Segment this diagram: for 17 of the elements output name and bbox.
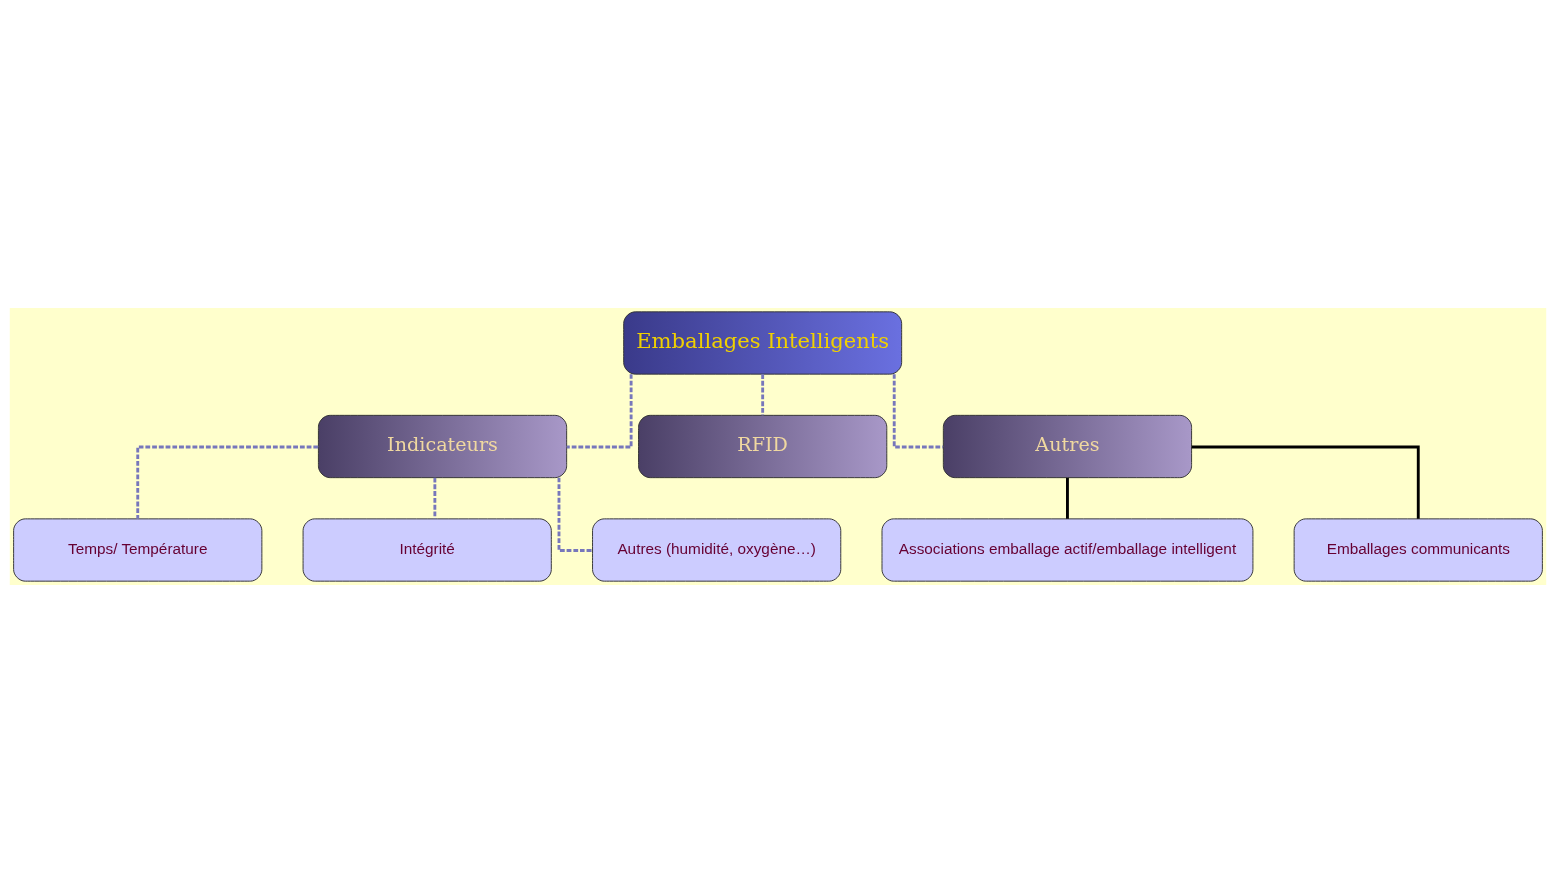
node-box: Autres xyxy=(942,414,1193,479)
connector xyxy=(1191,445,1420,519)
connector xyxy=(557,477,593,552)
node-box: Indicateurs xyxy=(317,414,568,479)
node-box: Associations emballage actif/emballage intelligent xyxy=(881,518,1254,582)
node-box: Emballages communicants xyxy=(1293,518,1543,582)
node-box: RFID xyxy=(638,414,888,479)
node-box: Temps/ Température xyxy=(13,518,263,582)
connector xyxy=(1066,477,1069,519)
node-box: Intégrité xyxy=(302,518,552,582)
node-box: Autres (humidité, oxygène…) xyxy=(592,518,842,582)
connector xyxy=(433,477,437,519)
connector xyxy=(892,374,943,449)
connector xyxy=(566,374,633,449)
connector xyxy=(136,445,319,519)
connector xyxy=(761,374,765,416)
node-box: Emballages Intelligents xyxy=(623,311,903,375)
